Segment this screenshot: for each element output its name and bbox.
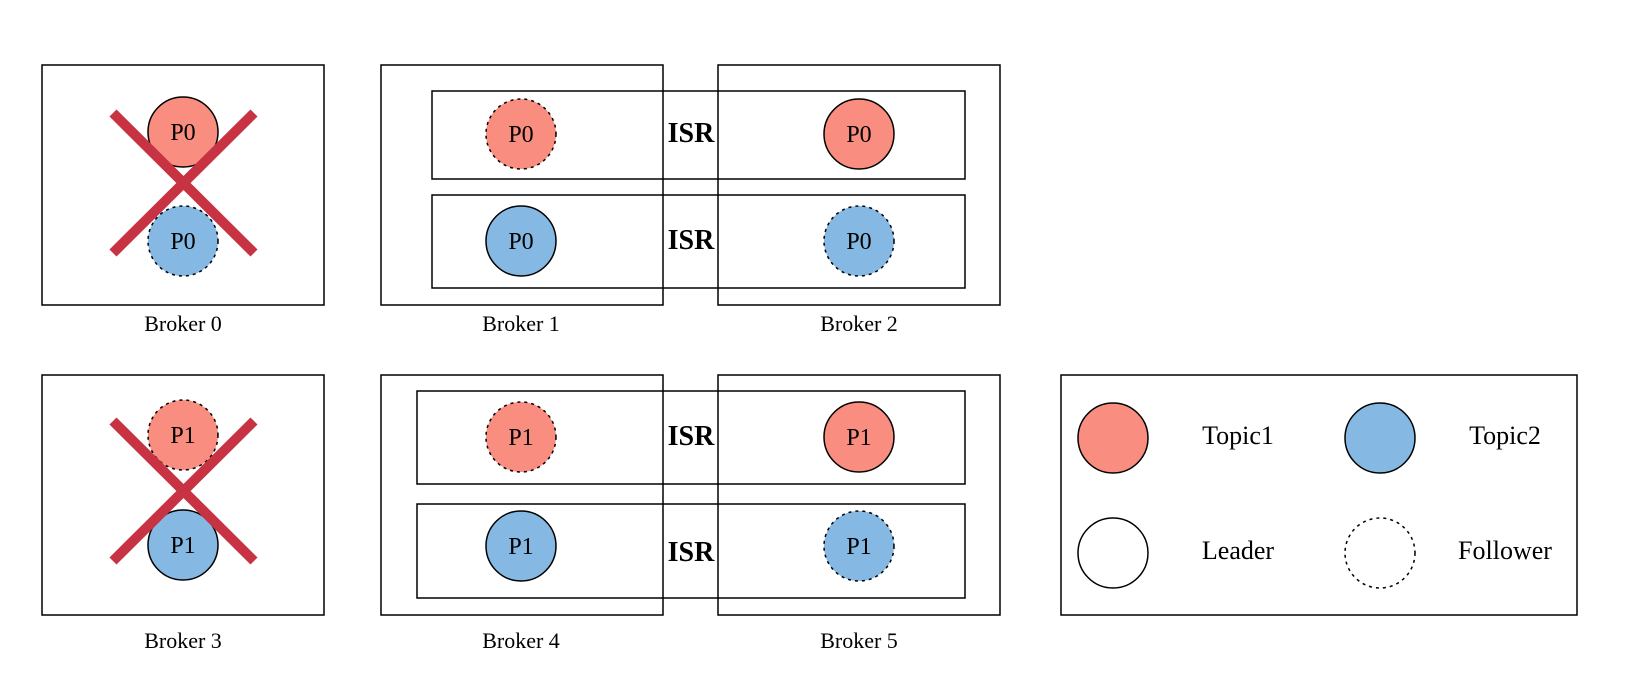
- broker-4-replica-topic2-label: P1: [508, 534, 533, 560]
- isr-group-box-topic1-p0: [431, 90, 966, 180]
- broker-5-box: [717, 374, 1001, 616]
- legend-topic1-label: Topic1: [1202, 421, 1274, 450]
- broker-4-replica-topic1: [485, 401, 557, 473]
- broker-4-label: Broker 4: [482, 628, 560, 653]
- legend-leader-solid-circle-icon: [1077, 517, 1149, 589]
- broker-2-replica-topic1-label: P0: [846, 122, 871, 148]
- isr-label-topic2-p0: ISR: [668, 225, 715, 256]
- broker-0-replica-topic1: [147, 96, 219, 168]
- broker-1-replica-topic2: [485, 205, 557, 277]
- legend-topic1-swatch: [1077, 402, 1149, 474]
- broker-1-box: [380, 64, 664, 306]
- legend-follower-dashed-circle-icon: [1344, 517, 1416, 589]
- broker-3-x-cross-icon: [109, 417, 258, 565]
- broker-0-replica-topic2-label: P0: [170, 229, 195, 255]
- broker-0-replica-topic2: [147, 205, 219, 277]
- broker-3-cross-stroke-2: [109, 417, 258, 565]
- broker-0-x-cross-icon: [109, 109, 258, 257]
- broker-0-cross-stroke-2: [109, 109, 258, 257]
- broker-3-label: Broker 3: [144, 628, 222, 653]
- broker-3-replica-topic1-label: P1: [170, 423, 195, 449]
- isr-group-box-topic1-p1: [416, 390, 966, 485]
- isr-group-box-topic2-p0: [431, 194, 966, 289]
- broker-5-replica-topic1: [823, 401, 895, 473]
- broker-3-replica-topic2-label: P1: [170, 533, 195, 559]
- isr-label-topic2-p1: ISR: [668, 537, 715, 568]
- broker-1-replica-topic1-label: P0: [508, 122, 533, 148]
- broker-4-replica-topic1-label: P1: [508, 425, 533, 451]
- legend: Topic1 Topic2 Leader Follower: [1060, 374, 1578, 616]
- broker-0-replica-topic1-label: P0: [170, 120, 195, 146]
- broker-5-replica-topic1-label: P1: [846, 425, 871, 451]
- broker-2-box: [717, 64, 1001, 306]
- broker-1-replica-topic2-label: P0: [508, 229, 533, 255]
- legend-topic2-swatch: [1344, 402, 1416, 474]
- legend-topic2-label: Topic2: [1469, 421, 1541, 450]
- broker-5-replica-topic2-label: P1: [846, 534, 871, 560]
- isr-label-topic1-p0: ISR: [668, 118, 715, 149]
- legend-leader-label: Leader: [1202, 536, 1275, 565]
- broker-0-box: [41, 64, 325, 306]
- broker-2-replica-topic2-label: P0: [846, 229, 871, 255]
- isr-label-topic1-p1: ISR: [668, 421, 715, 452]
- broker-0-label: Broker 0: [144, 311, 222, 336]
- legend-box: [1060, 374, 1578, 616]
- isr-group-box-topic2-p1: [416, 503, 966, 599]
- broker-5-replica-topic2: [823, 510, 895, 582]
- legend-follower-label: Follower: [1458, 536, 1552, 565]
- broker-1-label: Broker 1: [482, 311, 560, 336]
- broker-3-box: [41, 374, 325, 616]
- broker-4-replica-topic2: [485, 510, 557, 582]
- broker-3-replica-topic1: [147, 399, 219, 471]
- broker-5-label: Broker 5: [820, 628, 898, 653]
- broker-1-replica-topic1: [485, 98, 557, 170]
- broker-2-label: Broker 2: [820, 311, 898, 336]
- broker-3-replica-topic2: [147, 509, 219, 581]
- broker-2-replica-topic2: [823, 205, 895, 277]
- broker-2-replica-topic1: [823, 98, 895, 170]
- broker-4-box: [380, 374, 664, 616]
